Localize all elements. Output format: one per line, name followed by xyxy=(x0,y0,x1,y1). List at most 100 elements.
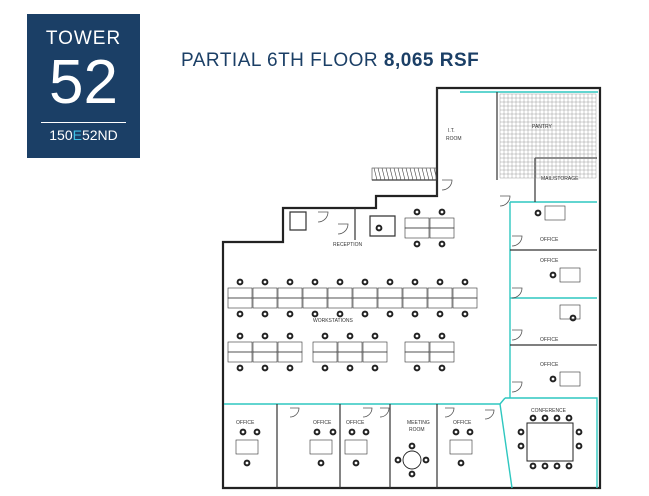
chair-seat xyxy=(323,334,327,338)
chair-seat xyxy=(315,430,319,434)
label-office-2: OFFICE xyxy=(540,258,559,264)
logo-number: 52 xyxy=(49,48,118,117)
chair-seat xyxy=(238,366,242,370)
chair-seat xyxy=(415,366,419,370)
stair-tread xyxy=(401,167,406,181)
logo-address-a: 150 xyxy=(49,127,73,143)
desk xyxy=(429,351,455,363)
desk xyxy=(302,287,328,299)
chair-seat xyxy=(263,366,267,370)
desk xyxy=(427,287,453,299)
chair-seat xyxy=(263,280,267,284)
desk xyxy=(429,217,455,229)
pantry-grid xyxy=(499,93,597,179)
chair-seat xyxy=(551,377,555,381)
stair-tread xyxy=(385,167,390,181)
stair-hatch xyxy=(371,167,438,181)
label-reception: RECEPTION xyxy=(333,242,363,248)
label-office-6: OFFICE xyxy=(313,420,332,426)
label-office-1: OFFICE xyxy=(540,237,559,243)
desk xyxy=(362,351,388,363)
door-swing xyxy=(289,407,300,418)
chair-seat xyxy=(338,280,342,284)
chair-seat xyxy=(354,461,358,465)
chair-seat xyxy=(543,464,547,468)
office-desk xyxy=(559,304,581,320)
chair-seat xyxy=(438,280,442,284)
logo-tower-text: TOWER xyxy=(45,28,122,49)
chair-seat xyxy=(440,242,444,246)
desk xyxy=(227,297,253,309)
chair-seat xyxy=(551,273,555,277)
chair-seat xyxy=(440,210,444,214)
chair-seat xyxy=(463,312,467,316)
chair-seat xyxy=(364,430,368,434)
desk xyxy=(404,227,430,239)
desk xyxy=(362,341,388,353)
chair-seat xyxy=(424,458,428,462)
desk xyxy=(427,297,453,309)
desk xyxy=(337,341,363,353)
stair-tread xyxy=(421,167,426,181)
chair-seat xyxy=(288,366,292,370)
desk xyxy=(277,341,303,353)
desk xyxy=(252,341,278,353)
stair-tread xyxy=(417,167,422,181)
door-swing xyxy=(511,235,523,247)
stair-tread xyxy=(377,167,382,181)
chair-seat xyxy=(288,334,292,338)
stair-tread xyxy=(429,167,434,181)
door-swing xyxy=(379,407,390,418)
door-swing xyxy=(444,407,455,418)
desk xyxy=(452,287,478,299)
chair-seat xyxy=(396,458,400,462)
chair-seat xyxy=(410,444,414,448)
chair-seat xyxy=(377,226,381,230)
desk xyxy=(302,297,328,309)
desk xyxy=(277,297,303,309)
glass-partitions xyxy=(224,91,598,489)
chair-seat xyxy=(323,366,327,370)
chair-seat xyxy=(348,366,352,370)
chair-seat xyxy=(413,312,417,316)
desk xyxy=(327,287,353,299)
desk xyxy=(277,351,303,363)
chair-seat xyxy=(363,280,367,284)
page-title: PARTIAL 6TH FLOOR 8,065 RSF xyxy=(181,50,479,72)
desk xyxy=(402,297,428,309)
desk xyxy=(404,341,430,353)
label-conference: CONFERENCE xyxy=(531,408,567,414)
chair-seat xyxy=(350,430,354,434)
desk xyxy=(252,297,278,309)
stair-tread xyxy=(393,167,398,181)
chair-seat xyxy=(440,366,444,370)
chair-seat xyxy=(255,430,259,434)
chair-seat xyxy=(577,444,581,448)
chair-seat xyxy=(531,464,535,468)
chairs xyxy=(236,208,583,478)
stair-tread xyxy=(413,167,418,181)
chair-seat xyxy=(313,280,317,284)
conference-table xyxy=(526,422,574,462)
desk xyxy=(327,297,353,309)
chair-seat xyxy=(536,211,540,215)
label-it-room-1: I.T. xyxy=(448,128,455,134)
stair-tread xyxy=(373,167,378,181)
desk xyxy=(377,287,403,299)
chair-seat xyxy=(543,416,547,420)
desk xyxy=(312,341,338,353)
chair-seat xyxy=(288,312,292,316)
stair-tread xyxy=(381,167,386,181)
label-meeting-room-2: ROOM xyxy=(409,427,425,433)
stair-tread xyxy=(409,167,414,181)
stair-tread xyxy=(397,167,402,181)
door-swing xyxy=(484,409,495,420)
room-labels: I.T. ROOM PANTRY MAIL/STORAGE RECEPTION … xyxy=(236,124,579,433)
desk xyxy=(352,287,378,299)
label-office-5: OFFICE xyxy=(236,420,255,426)
chair-seat xyxy=(413,280,417,284)
desk xyxy=(312,351,338,363)
chair-seat xyxy=(577,430,581,434)
label-mail-storage: MAIL/STORAGE xyxy=(541,176,579,182)
